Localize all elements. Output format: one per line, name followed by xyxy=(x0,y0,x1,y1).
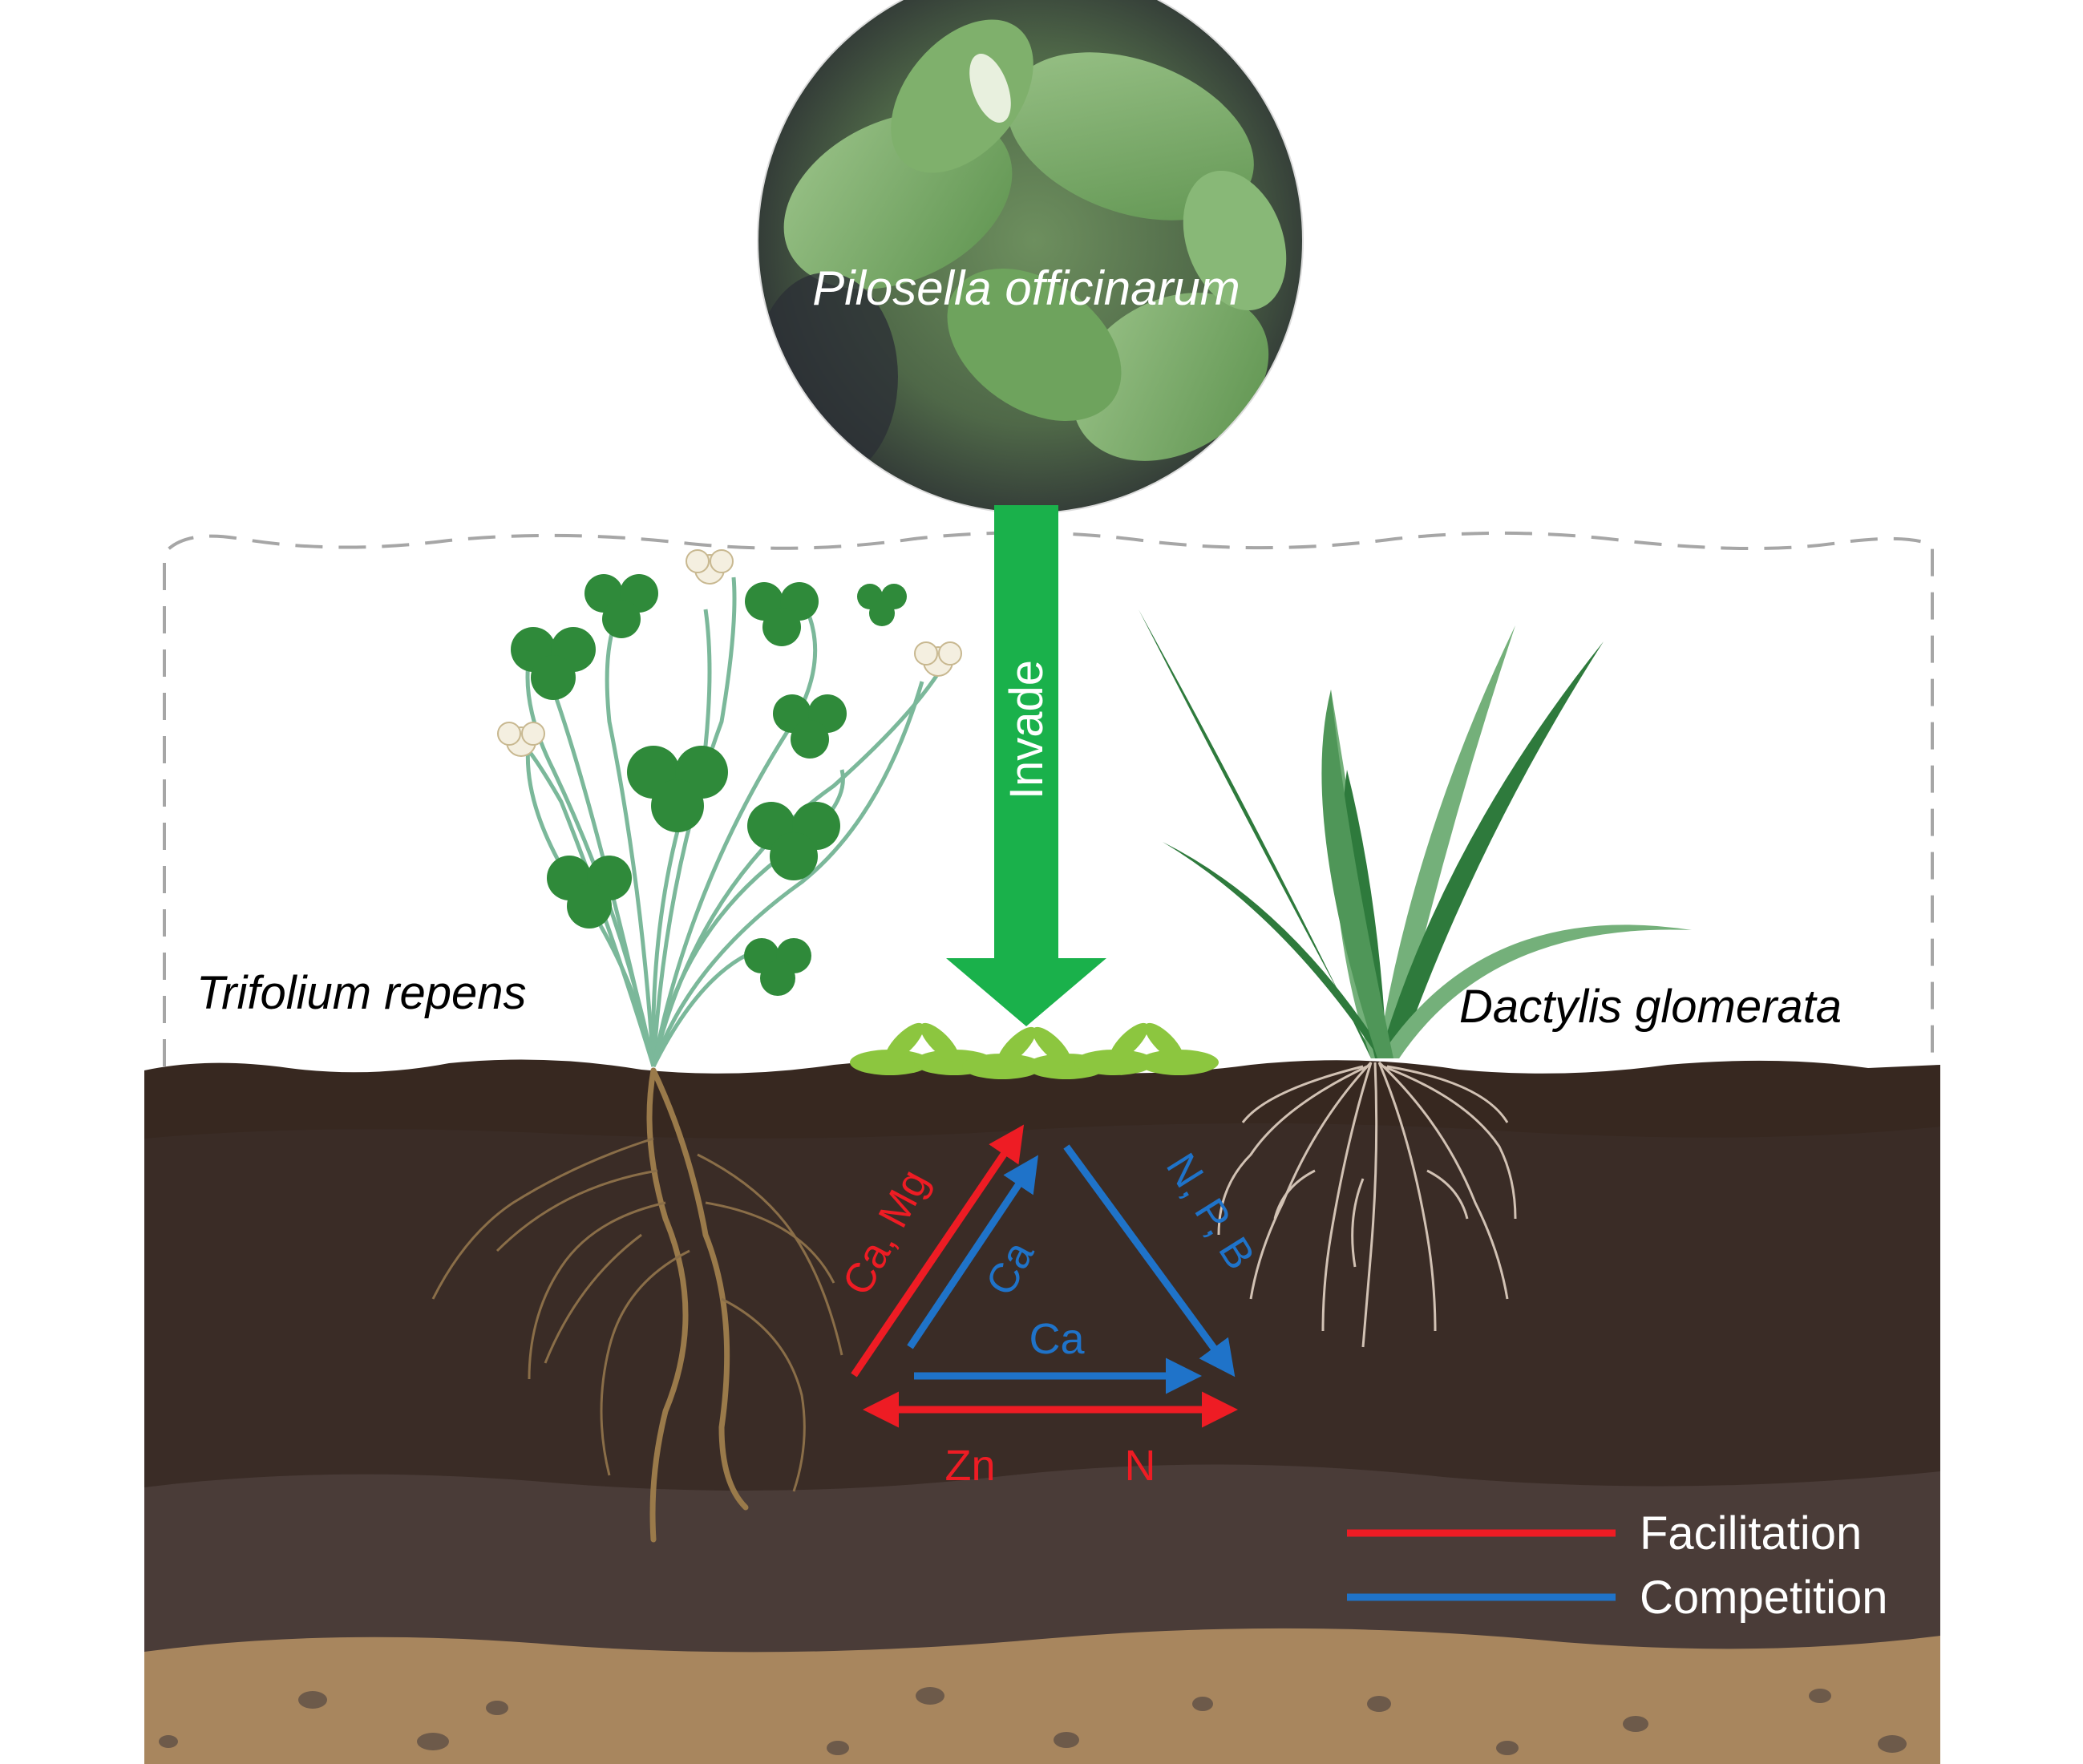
soil xyxy=(144,1059,1940,1764)
invader-seedlings xyxy=(850,1022,1219,1079)
clover-plant xyxy=(431,549,962,1543)
legend-competition-label: Competition xyxy=(1640,1572,1887,1624)
legend-facilitation-label: Facilitation xyxy=(1640,1507,1862,1560)
label-bottom-blue: Ca xyxy=(1029,1315,1085,1363)
competition-arrow-left-up xyxy=(907,1155,1038,1349)
left-plant-label: Trifolium repens xyxy=(196,967,527,1019)
invade-label: Invade xyxy=(1001,660,1053,799)
right-plant-label: Dactylis glomerata xyxy=(1459,981,1842,1033)
invade-arrow xyxy=(946,505,1106,1026)
invader-label: Pilosella officinarum xyxy=(812,261,1240,315)
interaction-triangle xyxy=(851,1124,1238,1428)
competition-arrow-right-down xyxy=(1063,1144,1236,1378)
label-bottom-red-right: N xyxy=(1125,1442,1156,1490)
legend: Facilitation Competition xyxy=(1347,1507,1887,1624)
grass-plant xyxy=(1139,609,1692,1348)
facilitation-arrow-left-up xyxy=(851,1124,1025,1378)
invader-photo xyxy=(758,0,1303,513)
label-bottom-red-left: Zn xyxy=(944,1442,995,1490)
